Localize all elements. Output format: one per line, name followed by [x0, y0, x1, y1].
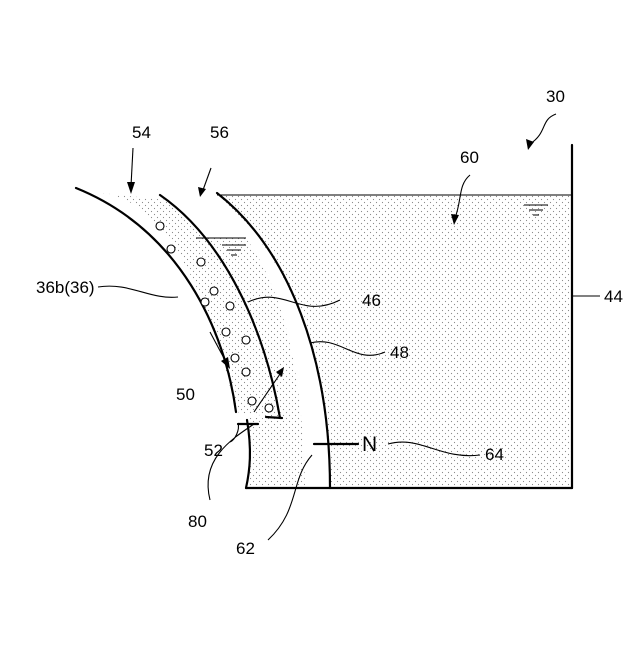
bubble [265, 404, 273, 412]
label-54: 54 [132, 123, 151, 142]
bubble [231, 354, 239, 362]
label-n: N [362, 433, 377, 456]
bubble [156, 222, 164, 230]
label-56: 56 [210, 123, 229, 142]
label-60: 60 [460, 148, 479, 167]
label-48: 48 [390, 343, 409, 362]
bubble [226, 302, 234, 310]
label-30: 30 [546, 87, 565, 106]
label-64: 64 [485, 445, 504, 464]
leader-52 [230, 423, 238, 442]
bubble [242, 368, 250, 376]
bubble [210, 287, 218, 295]
bubble [197, 258, 205, 266]
label-36b: 36b(36) [36, 278, 95, 297]
bubble [201, 298, 209, 306]
label-44: 44 [604, 287, 623, 306]
bubble [248, 397, 256, 405]
label-62: 62 [236, 539, 255, 558]
arrow-30 [526, 114, 556, 150]
label-50: 50 [176, 385, 195, 404]
bubble [222, 328, 230, 336]
outlet-bottom-line [266, 417, 282, 418]
arrow-56 [198, 168, 211, 197]
bubble [242, 336, 250, 344]
label-80: 80 [188, 512, 207, 531]
bubble [167, 245, 175, 253]
label-52: 52 [204, 441, 223, 460]
leader-36b [98, 286, 178, 297]
arrow-54 [127, 148, 135, 194]
label-46: 46 [362, 291, 381, 310]
